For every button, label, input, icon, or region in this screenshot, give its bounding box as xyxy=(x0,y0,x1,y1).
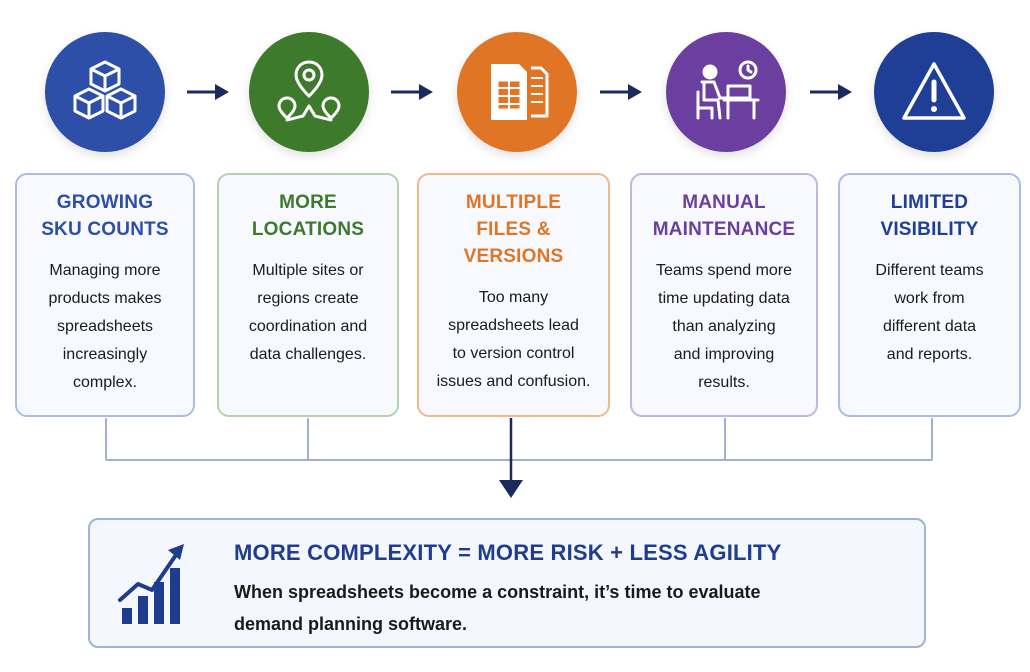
arrow-right-icon xyxy=(391,84,433,100)
summary-box: MORE COMPLEXITY = MORE RISK + LESS AGILI… xyxy=(88,518,926,648)
step-5-circle xyxy=(874,32,994,152)
arrow-right-icon xyxy=(600,84,642,100)
card-title: MORE LOCATIONS xyxy=(251,192,365,240)
card-description: Teams spend more time updating data than… xyxy=(655,262,793,391)
step-3-circle xyxy=(457,32,577,152)
summary-description: When spreadsheets become a constraint, i… xyxy=(234,582,761,634)
step-1-circle xyxy=(45,32,165,152)
card-title: MULTIPLE FILES & VERSIONS xyxy=(463,192,564,267)
arrow-right-icon xyxy=(810,84,852,100)
card-title: GROWING SKU COUNTS xyxy=(41,192,169,240)
card-description: Managing more products makes spreadsheet… xyxy=(48,262,162,391)
warning-icon xyxy=(902,62,966,120)
person-at-desk-icon xyxy=(696,60,760,120)
card-description: Multiple sites or regions create coordin… xyxy=(248,262,368,363)
growth-chart-icon xyxy=(118,544,184,624)
spreadsheet-files-icon xyxy=(491,64,549,120)
step-2-circle xyxy=(249,32,369,152)
card-title: LIMITED VISIBILITY xyxy=(880,192,979,240)
card-description: Different teams work from different data… xyxy=(875,262,984,363)
step-4-circle xyxy=(666,32,786,152)
step-card-limited-visibility: LIMITED VISIBILITY Different teams work … xyxy=(838,173,1021,417)
map-pin-route-icon xyxy=(277,60,341,122)
step-card-more-locations: MORE LOCATIONS Multiple sites or regions… xyxy=(217,173,399,417)
cubes-icon xyxy=(73,60,137,120)
step-card-manual-maintenance: MANUAL MAINTENANCE Teams spend more time… xyxy=(630,173,818,417)
step-card-growing-sku-counts: GROWING SKU COUNTS Managing more product… xyxy=(15,173,195,417)
summary-title: MORE COMPLEXITY = MORE RISK + LESS AGILI… xyxy=(234,540,782,565)
card-title: MANUAL MAINTENANCE xyxy=(652,192,796,240)
step-card-multiple-files-versions: MULTIPLE FILES & VERSIONS Too many sprea… xyxy=(417,173,610,417)
arrow-right-icon xyxy=(187,84,229,100)
card-description: Too many spreadsheets lead to version co… xyxy=(436,289,591,390)
